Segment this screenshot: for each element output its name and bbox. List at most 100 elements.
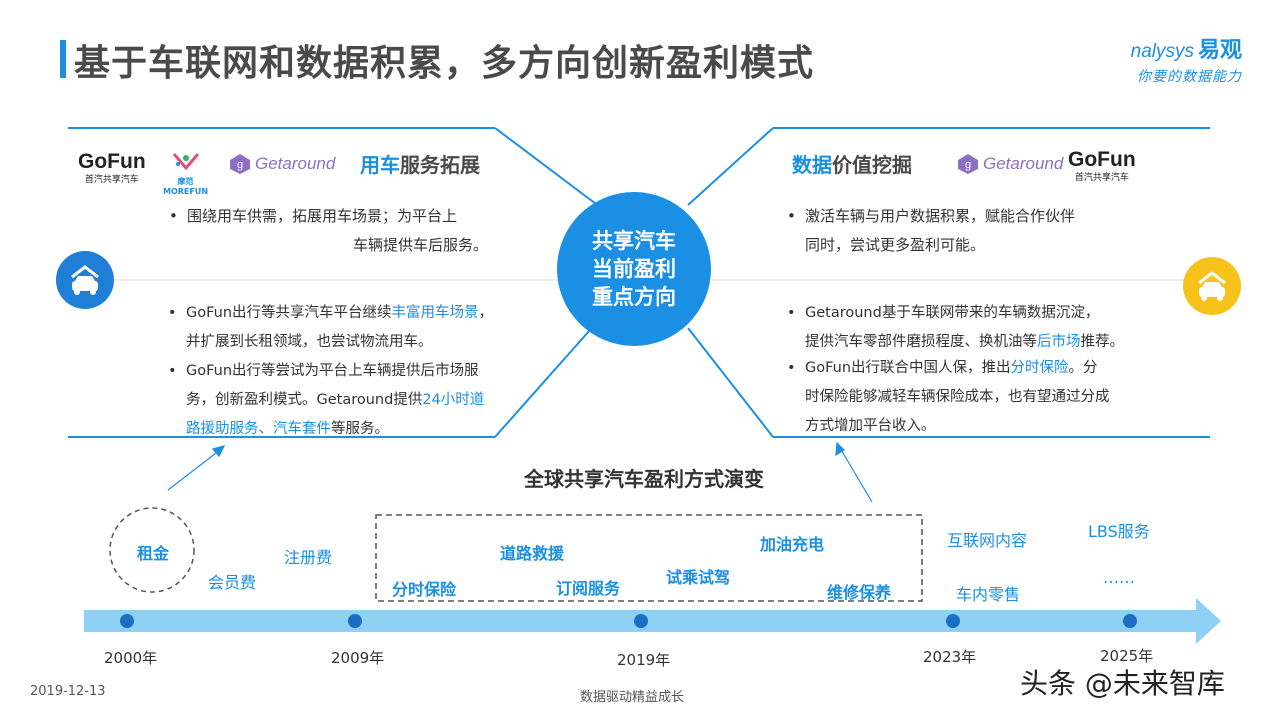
year-2009: 2009年: [331, 649, 385, 667]
page-title: 基于车联网和数据积累，多方向创新盈利模式: [74, 43, 815, 84]
right-top-diagonal: [687, 127, 774, 206]
timeline-item-rent: 租金: [137, 544, 170, 563]
left-bottom-diagonal: [494, 329, 591, 438]
left-top-bullet-line1: 围绕用车供需，拓展用车场景；为平台上: [187, 207, 458, 225]
left-car-icon: [56, 251, 114, 309]
left-bullet-1: • GoFun出行等共享汽车平台继续丰富用车场景， 并扩展到长租领域，也尝试物流…: [168, 299, 531, 357]
left-section-title: 用车服务拓展: [360, 149, 480, 178]
left-b1-text: GoFun出行等共享汽车平台继续: [186, 305, 392, 321]
timeline-item-internet-content: 互联网内容: [947, 531, 1028, 550]
left-title-highlight: 用车: [360, 153, 400, 177]
left-top-diagonal: [494, 127, 601, 208]
bullet-dot: •: [787, 207, 796, 225]
right-section-title: 数据价值挖掘: [792, 149, 912, 178]
right-arrow-line: [839, 447, 873, 503]
evolution-title: 全球共享汽车盈利方式演变: [524, 467, 764, 491]
timeline-item-membership: 会员费: [208, 573, 257, 592]
left-bullet-2: • GoFun出行等尝试为平台上车辆提供后市场服 务，创新盈利模式。Getaro…: [168, 357, 531, 444]
bullet-dot: •: [787, 305, 796, 321]
timeline-item-timeshare-insurance: 分时保险: [392, 580, 457, 599]
left-b2-line1: GoFun出行等尝试为平台上车辆提供后市场服: [186, 363, 479, 379]
left-top-bullet-line2: 车辆提供车后服务。: [353, 236, 489, 254]
timeline-arrow-head: [1196, 598, 1221, 644]
morefun-logo-text: MOREFUN: [163, 187, 209, 196]
bullet-dot: •: [168, 363, 177, 379]
bullet-dot: •: [169, 207, 178, 225]
getaround-logo-text: Getaround: [255, 154, 336, 173]
bullet-dot: •: [168, 305, 177, 321]
brand-name-cn: 易观: [1197, 37, 1242, 62]
timeline-item-registration: 注册费: [284, 548, 333, 567]
right-top-bullet-line2: 同时，尝试更多盈利可能。: [805, 236, 986, 254]
right-b2-line1-highlight: 分时保险: [1010, 360, 1069, 376]
right-b1-line2-highlight: 后市场: [1037, 334, 1081, 350]
timeline-item-more: ……: [1103, 568, 1135, 587]
year-2019: 2019年: [617, 651, 671, 669]
left-b1-highlight: 丰富用车场景: [391, 305, 479, 321]
right-b2-line1-text: GoFun出行联合中国人保，推出: [805, 360, 1011, 376]
morefun-logo: 摩范 MOREFUN: [163, 150, 208, 196]
timeline-dot-2025: [1123, 614, 1137, 628]
left-b2-line3-highlight: 路援助服务、汽车套件: [186, 421, 331, 437]
center-line-3: 重点方向: [592, 285, 676, 309]
footer-slogan: 数据驱动精益成长: [580, 690, 685, 705]
right-bullet-2: • GoFun出行联合中国人保，推出分时保险。分 时保险能够减轻车辆保险成本，也…: [787, 354, 1165, 441]
footer-date: 2019-12-13: [30, 684, 106, 699]
middle-dashed-box: [375, 514, 923, 602]
year-2025: 2025年: [1100, 647, 1154, 665]
timeline-dot-2019: [634, 614, 648, 628]
brand-slogan: 你要的数据能力: [1137, 69, 1242, 85]
getaround-logo: g Getaround: [957, 153, 1063, 175]
timeline-item-in-car-retail: 车内零售: [956, 585, 1021, 604]
left-title-rest: 服务拓展: [400, 153, 480, 177]
gofun-logo: GoFun 首汽共享汽车: [78, 150, 146, 185]
timeline-dot-2023: [946, 614, 960, 628]
getaround-logo-text: Getaround: [983, 154, 1064, 173]
right-b2-line2: 时保险能够减轻车辆保险成本，也有望通过分成: [805, 389, 1110, 405]
svg-text:g: g: [237, 159, 243, 171]
rent-dashed-circle: [109, 507, 195, 593]
left-b2-line2-text: 务，创新盈利模式。Getaround提供: [186, 392, 423, 408]
bullet-dot: •: [787, 360, 796, 376]
timeline-dot-2009: [348, 614, 362, 628]
right-arrow-head: [835, 441, 845, 457]
right-b2-line3: 方式增加平台收入。: [805, 418, 936, 434]
getaround-icon: g: [230, 154, 250, 174]
center-line-2: 当前盈利: [592, 257, 676, 281]
svg-text:g: g: [965, 159, 971, 171]
year-2000: 2000年: [104, 649, 158, 667]
left-b1-line2: 并扩展到长租领域，也尝试物流用车。: [186, 334, 433, 350]
left-b1-text-end: ，: [478, 305, 494, 321]
center-focus-circle: 共享汽车 当前盈利 重点方向: [557, 192, 711, 346]
car-icon: [71, 265, 99, 295]
title-accent-bar: [60, 40, 66, 78]
right-title-highlight: 数据: [792, 153, 832, 177]
left-top-bullet: • 围绕用车供需，拓展用车场景；为平台上 车辆提供车后服务。: [169, 202, 489, 260]
brand-name: nalysys: [1130, 41, 1194, 62]
right-bullet-1: • Getaround基于车联网带来的车辆数据沉淀， 提供汽车零部件磨损程度、换…: [787, 299, 1165, 357]
gofun-logo-sub: 首汽共享汽车: [84, 174, 139, 184]
getaround-icon: g: [958, 154, 978, 174]
gofun-logo: GoFun 首汽共享汽车: [1068, 148, 1136, 183]
right-bottom-diagonal: [687, 327, 774, 438]
timeline-dot-2000: [120, 614, 134, 628]
right-top-bullet-line1: 激活车辆与用户数据积累，赋能合作伙伴: [805, 207, 1076, 225]
right-b1-line2-end: 推荐。: [1080, 334, 1125, 350]
car-icon: [1198, 271, 1226, 301]
right-title-rest: 价值挖掘: [832, 153, 912, 177]
left-arrow-head: [211, 445, 226, 458]
gofun-logo-sub: 首汽共享汽车: [1074, 172, 1129, 182]
left-b2-line3-text: 等服务。: [331, 421, 389, 437]
timeline-item-lbs: LBS服务: [1088, 522, 1150, 541]
right-top-bullet: • 激活车辆与用户数据积累，赋能合作伙伴 同时，尝试更多盈利可能。: [787, 202, 1076, 260]
left-b2-line2-highlight: 24小时道: [422, 392, 485, 408]
year-2023: 2023年: [923, 648, 977, 666]
morefun-logo-cn: 摩范: [177, 177, 194, 186]
right-car-icon: [1183, 257, 1241, 315]
center-line-1: 共享汽车: [592, 229, 676, 253]
right-b2-line1-end: 。分: [1068, 360, 1098, 376]
gofun-logo-text: GoFun: [1068, 148, 1136, 171]
timeline-item-subscription: 订阅服务: [556, 579, 621, 598]
